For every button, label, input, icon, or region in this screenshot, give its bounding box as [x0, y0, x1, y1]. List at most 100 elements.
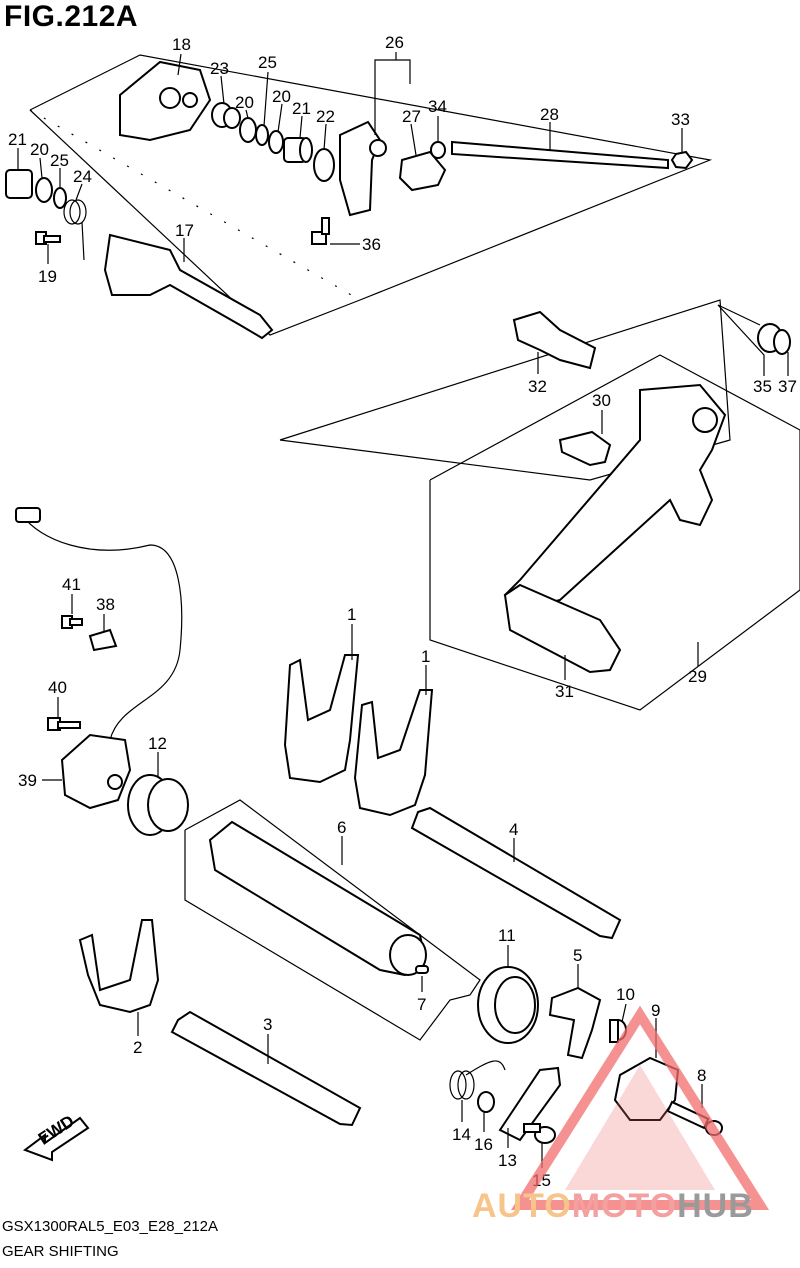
part-24-spring: [63, 199, 87, 261]
callout-37: 37: [778, 377, 797, 396]
part-33-nut: [670, 150, 694, 170]
watermark-logo: AUTOMOTOHUB: [472, 1187, 754, 1226]
callout-labels: 18 23 20 25 20 21 22 26 27 34 28 33 21 2…: [8, 33, 797, 1190]
callout-7: 7: [417, 995, 426, 1014]
callout-32: 32: [528, 377, 547, 396]
callout-34: 34: [428, 97, 447, 116]
callout-35: 35: [753, 377, 772, 396]
part-2-fork: [78, 919, 160, 1014]
callout-33: 33: [671, 110, 690, 129]
callout-24: 24: [73, 167, 92, 186]
callout-27: 27: [402, 107, 421, 126]
callout-8: 8: [697, 1066, 706, 1085]
part-37-washer: [773, 329, 791, 355]
part-30-peg: [558, 430, 612, 467]
part-3-shaft: [170, 1010, 362, 1127]
callout-22: 22: [316, 107, 335, 126]
callout-3: 3: [263, 1015, 272, 1034]
part-38-clamp: [88, 628, 118, 652]
part-39-sensor: [60, 733, 132, 810]
callout-19: 19: [38, 267, 57, 286]
callout-36: 36: [362, 235, 381, 254]
callout-20: 20: [30, 140, 49, 159]
part-41-bolt: [61, 615, 83, 629]
callout-28: 28: [540, 105, 559, 124]
part-15-bolt: [523, 1123, 556, 1144]
model-code: GSX1300RAL5_E03_E28_212A: [2, 1218, 219, 1235]
callout-9: 9: [651, 1001, 660, 1020]
figure-caption: GEAR SHIFTING: [2, 1243, 119, 1260]
part-20-washer-b: [268, 130, 284, 154]
part-1-fork-b: [353, 689, 434, 817]
callout-20: 20: [235, 93, 254, 112]
part-1-fork-a: [283, 654, 360, 784]
part-21-bearing-b: [5, 169, 33, 199]
part-21-bearing: [283, 137, 313, 163]
part-32-pivot: [512, 310, 597, 370]
fwd-arrow: FWD: [22, 1111, 90, 1162]
part-11-bearing: [477, 966, 539, 1044]
part-40-bolt: [47, 717, 81, 731]
callout-2: 2: [133, 1038, 142, 1057]
callout-1: 1: [421, 647, 430, 666]
callout-1: 1: [347, 605, 356, 624]
callout-13: 13: [498, 1151, 517, 1170]
part-25-circlip: [255, 124, 269, 146]
part-27-cap: [398, 150, 447, 192]
box-pedal: [429, 354, 800, 711]
callout-25: 25: [258, 53, 277, 72]
callout-4: 4: [509, 820, 518, 839]
part-19-bolt: [35, 231, 61, 245]
callout-20: 20: [272, 87, 291, 106]
callout-10: 10: [616, 985, 635, 1004]
part-20-washer-c: [35, 177, 53, 203]
watermark-part-moto: MOTO: [571, 1187, 678, 1225]
part-16-washer: [477, 1091, 495, 1113]
part-25-circlip-b: [53, 187, 67, 209]
part-17-shaft: [103, 233, 274, 340]
part-29-pedal-lever: [503, 383, 727, 612]
callout-21: 21: [8, 130, 27, 149]
watermark-part-hub: HUB: [677, 1187, 754, 1225]
callout-39: 39: [18, 771, 37, 790]
part-23-bush: [211, 102, 241, 129]
part-34-nut: [430, 141, 446, 159]
part-20-washer: [239, 117, 257, 143]
part-12-bearing: [127, 774, 189, 836]
part-26-arm: [339, 120, 382, 217]
watermark-triangle: [510, 1005, 770, 1210]
watermark-part-auto: AUTO: [472, 1187, 572, 1225]
callout-21: 21: [292, 99, 311, 118]
sensor-wire: [21, 514, 183, 741]
part-7-pin: [415, 965, 429, 974]
part-36-bolt: [311, 217, 330, 245]
part-28-rod: [451, 140, 669, 170]
callout-31: 31: [555, 682, 574, 701]
callout-30: 30: [592, 391, 611, 410]
callout-26: 26: [385, 33, 404, 52]
leader-lines: [17, 52, 789, 1168]
callout-41: 41: [62, 575, 81, 594]
figure-title: FIG.212A: [4, 0, 139, 33]
callout-40: 40: [48, 678, 67, 697]
callout-12: 12: [148, 734, 167, 753]
box-shift-drum: [184, 799, 481, 1041]
connector: [15, 507, 41, 523]
callout-29: 29: [688, 667, 707, 686]
callout-18: 18: [172, 35, 191, 54]
callout-38: 38: [96, 595, 115, 614]
callout-14: 14: [452, 1125, 471, 1144]
callout-11: 11: [498, 926, 516, 945]
callout-17: 17: [175, 221, 194, 240]
part-14-spring: [449, 1060, 506, 1100]
part-31-rubber: [503, 583, 622, 674]
callout-23: 23: [210, 59, 229, 78]
callout-5: 5: [573, 946, 582, 965]
callout-16: 16: [474, 1135, 493, 1154]
part-4-shaft: [410, 806, 622, 940]
part-22-seal: [313, 148, 335, 182]
callout-25: 25: [50, 151, 69, 170]
callout-6: 6: [337, 818, 346, 837]
part-5-plate: [548, 986, 602, 1060]
